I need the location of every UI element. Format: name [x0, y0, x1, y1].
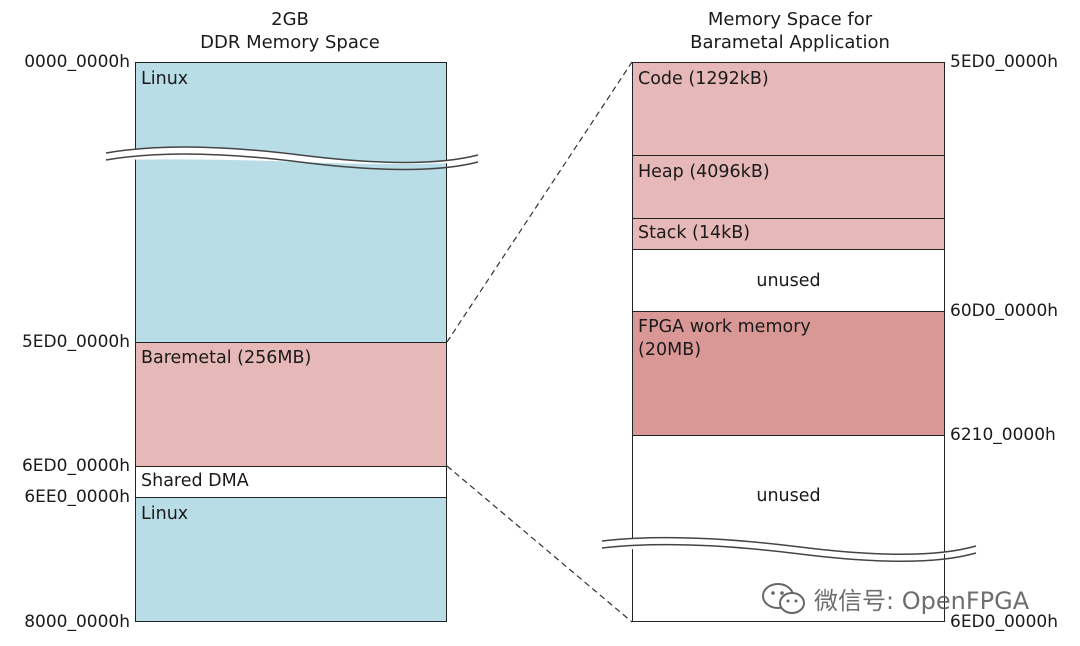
left-address-2: 6ED0_0000h: [21, 456, 130, 476]
region-heap: Heap (4096kB): [632, 155, 945, 218]
left-address-4: 8000_0000h: [24, 612, 130, 632]
wechat-icon: [762, 583, 805, 614]
left-address-3: 6EE0_0000h: [24, 487, 130, 507]
region-baremetal: Baremetal (256MB): [135, 342, 447, 466]
region-linux-top: Linux: [135, 62, 447, 342]
left-address-0: 0000_0000h: [24, 52, 130, 72]
region-fpga: FPGA work memory (20MB): [632, 311, 945, 435]
region-fpga-label-line2: (20MB): [638, 340, 702, 360]
region-linux-top-label: Linux: [141, 69, 189, 89]
right-break-mark: [601, 536, 977, 562]
region-linux-bottom: Linux: [135, 497, 447, 622]
right-title: Memory Space for Barametal Application: [670, 8, 910, 54]
watermark: 微信号: OpenFPGA: [758, 579, 1058, 617]
region-unused-2-label: unused: [756, 486, 821, 506]
right-address-2: 6210_0000h: [950, 425, 1056, 445]
region-heap-label: Heap (4096kB): [638, 162, 770, 182]
region-unused-1-label: unused: [756, 270, 821, 291]
region-baremetal-label: Baremetal (256MB): [141, 348, 312, 368]
region-shared-dma: Shared DMA: [135, 466, 447, 497]
right-title-line1: Memory Space for: [707, 9, 873, 30]
left-title-line2: DDR Memory Space: [200, 32, 380, 53]
left-break-mark: [105, 146, 479, 171]
region-fpga-label-line1: FPGA work memory: [638, 317, 811, 337]
left-title: 2GB DDR Memory Space: [190, 8, 390, 54]
region-unused-2: unused: [632, 435, 945, 622]
dashed-connector-top: [446, 61, 633, 343]
watermark-text: 微信号: OpenFPGA: [814, 587, 1030, 615]
right-title-line2: Barametal Application: [690, 32, 890, 53]
region-unused-1: unused: [632, 249, 945, 311]
left-title-line1: 2GB: [271, 9, 309, 30]
dashed-connector-bottom: [446, 465, 633, 623]
right-address-1: 60D0_0000h: [950, 301, 1059, 321]
right-address-0: 5ED0_0000h: [950, 52, 1059, 72]
region-shared-dma-label: Shared DMA: [141, 471, 249, 491]
region-stack-label: Stack (14kB): [638, 223, 751, 243]
region-code: Code (1292kB): [632, 62, 945, 155]
region-code-label: Code (1292kB): [638, 69, 769, 89]
left-address-1: 5ED0_0000h: [21, 332, 130, 352]
region-linux-bottom-label: Linux: [141, 504, 189, 524]
right-address-3: 6ED0_0000h: [950, 612, 1059, 632]
region-stack: Stack (14kB): [632, 218, 945, 249]
